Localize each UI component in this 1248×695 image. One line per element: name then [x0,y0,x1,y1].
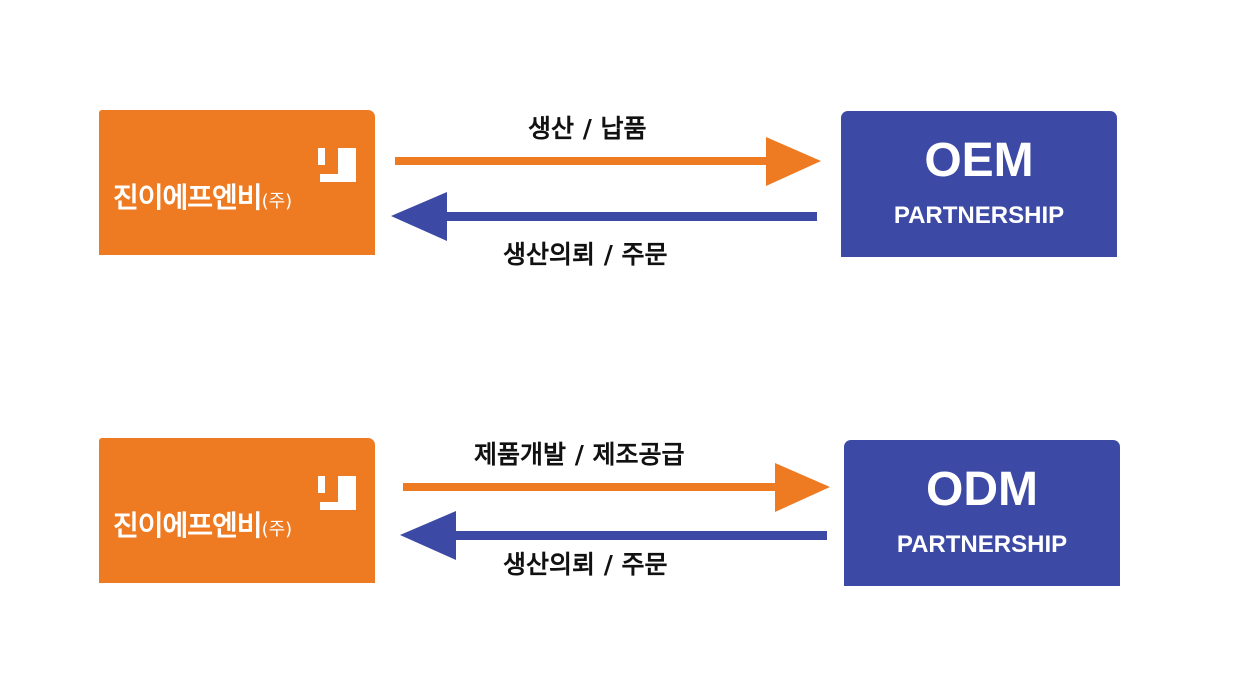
backward-label: 생산의뢰 / 주문 [503,240,668,269]
company-name-text: 진이에프엔비 [113,181,263,214]
backward-label: 생산의뢰 / 주문 [503,550,668,579]
company-logo-icon [318,476,356,510]
partner-subtitle: PARTNERSHIP [893,202,1065,229]
company-name: 진이에프엔비(주) [113,176,292,216]
company-box: 진이에프엔비(주) [99,438,375,583]
backward-arrow [391,192,817,241]
company-suffix: (주) [261,519,293,540]
company-logo-icon [318,148,356,182]
partner-title: ODM [926,463,1038,516]
odm-row: 진이에프엔비(주) 제품개발 / 제조공급 생산의뢰 / 주문 ODM PART… [0,436,1248,596]
flow-arrows [400,463,830,560]
partner-subtitle: PARTNERSHIP [896,531,1068,558]
forward-arrow [395,137,821,186]
backward-arrow [400,511,827,560]
company-box: 진이에프엔비(주) [99,110,375,255]
forward-label: 생산 / 납품 [528,114,647,143]
company-name: 진이에프엔비(주) [113,504,292,544]
partner-title: OEM [924,134,1034,187]
forward-arrow [403,463,830,512]
oem-row: 진이에프엔비(주) 생산 / 납품 생산의뢰 / 주문 OEM PARTNERS… [0,108,1248,269]
forward-label: 제품개발 / 제조공급 [474,440,685,469]
company-suffix: (주) [261,191,293,212]
partner-box-odm: ODM PARTNERSHIP [844,440,1120,586]
flow-arrows [391,137,821,241]
company-name-text: 진이에프엔비 [113,509,263,542]
partner-box-oem: OEM PARTNERSHIP [841,111,1117,257]
